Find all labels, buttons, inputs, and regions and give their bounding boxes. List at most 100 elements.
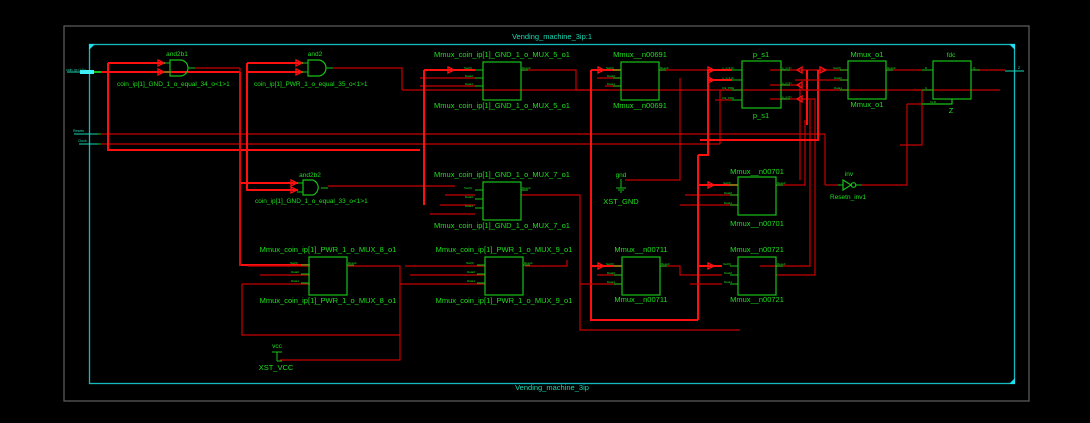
pin-label: Sel(0) bbox=[606, 262, 614, 266]
pin-label: Clk_PRE bbox=[722, 86, 734, 90]
block-mux5[interactable]: Sel(0) Data0 Data1 Result Mmux_coin_ip[1… bbox=[434, 50, 570, 110]
block-n00691-label-bottom: Mmux__n00691 bbox=[613, 101, 667, 110]
block-n00711[interactable]: Sel(0) Data0 Data1 Result Mmux__n00711 M… bbox=[606, 245, 670, 304]
pin-label: Result bbox=[522, 186, 531, 190]
pin-label: Result bbox=[522, 66, 531, 70]
block-fdc[interactable]: D C CLR Q fdc Z bbox=[922, 52, 980, 115]
pin-label: Data1 bbox=[607, 280, 615, 284]
block-mux8[interactable]: Sel(0) Data0 Data1 Result Mmux_coin_ip[1… bbox=[260, 245, 397, 305]
block-mux-o1-label-top: Mmux_o1 bbox=[851, 50, 884, 59]
block-n00701-label-top: Mmux__n00701 bbox=[730, 167, 784, 176]
gate-and2b2-type: and2b2 bbox=[299, 172, 321, 179]
pin-label: Data1 bbox=[465, 204, 473, 208]
port-coin-ip-label: coin_ip<1:0> bbox=[66, 68, 86, 72]
module-corner-br bbox=[1009, 378, 1015, 384]
pin-label: Sel(0) bbox=[723, 181, 731, 185]
block-mux7-label-top: Mmux_coin_ip[1]_GND_1_o_MUX_7_o1 bbox=[434, 170, 570, 179]
block-mux5-label-bottom: Mmux_coin_ip[1]_GND_1_o_MUX_5_o1 bbox=[434, 101, 570, 110]
supply-gnd[interactable]: gnd XST_GND bbox=[603, 172, 639, 206]
block-mux8-label-bottom: Mmux_coin_ip[1]_PWR_1_o_MUX_8_o1 bbox=[260, 296, 397, 305]
pin-label: Data1 bbox=[465, 82, 473, 86]
block-n00701-label-bottom: Mmux__n00701 bbox=[730, 219, 784, 228]
module-title-top: Vending_machine_3ip:1 bbox=[512, 32, 592, 41]
block-fdc-type: fdc bbox=[947, 52, 956, 59]
gate-inv-instance: Resetn_inv1 bbox=[830, 194, 867, 201]
pin-label: p_s<2> bbox=[782, 66, 792, 70]
pin-label: Result bbox=[661, 262, 670, 266]
pin-label: Data1 bbox=[607, 82, 615, 86]
pin-label: Data0 bbox=[724, 271, 732, 275]
gate-inv[interactable]: inv Resetn_inv1 bbox=[830, 171, 867, 201]
pin-label: Data0 bbox=[607, 74, 615, 78]
block-p-s1-label-top: p_s1 bbox=[753, 50, 769, 59]
block-mux9[interactable]: Sel(0) Data0 Data1 Result Mmux_coin_ip[1… bbox=[436, 245, 573, 305]
pin-label: Result bbox=[524, 261, 533, 265]
pin-label: Result bbox=[777, 181, 786, 185]
port-z[interactable]: Z bbox=[1005, 66, 1024, 72]
block-mux-o1-label-bottom: Mmux_o1 bbox=[851, 100, 884, 109]
vcc-instance: XST_VCC bbox=[259, 363, 294, 372]
pin-label: Data0 bbox=[465, 74, 473, 78]
pin-label: Data1 bbox=[724, 201, 732, 205]
block-p-s1[interactable]: n_s<2:0> n_s<1:0> Clk_PRE Clk_PRE p_s<2>… bbox=[722, 50, 792, 120]
input-arrows bbox=[157, 58, 828, 271]
pin-label: Sel(0) bbox=[290, 261, 298, 265]
pin-label: Data0 bbox=[467, 270, 475, 274]
gate-and2b2[interactable]: and2b2 coin_ip[1]_GND_1_o_equal_33_o<1>1 bbox=[255, 172, 368, 205]
port-coin-ip[interactable]: coin_ip<1:0> bbox=[66, 68, 101, 74]
block-n00721-label-bottom: Mmux__n00721 bbox=[730, 295, 784, 304]
pin-label: Sel(0) bbox=[833, 66, 841, 70]
module-corner-tr bbox=[1009, 44, 1015, 50]
gnd-instance: XST_GND bbox=[603, 197, 639, 206]
module-border[interactable] bbox=[88, 43, 1016, 385]
gate-inv-type: inv bbox=[845, 171, 854, 178]
port-clock-label: Clock bbox=[78, 139, 87, 143]
pin-label: Q bbox=[973, 66, 976, 70]
pin-label: Sel(0) bbox=[723, 262, 731, 266]
gate-and2b1-instance: coin_ip[1]_GND_1_o_equal_34_o<1>1 bbox=[117, 81, 230, 88]
block-mux7[interactable]: Sel(0) Data0 Data1 Result Mmux_coin_ip[1… bbox=[434, 170, 570, 230]
sheet-border bbox=[63, 25, 1030, 402]
pin-label: Data0 bbox=[834, 76, 842, 80]
pin-label: n_s<1:0> bbox=[722, 76, 735, 80]
pin-label: Result bbox=[660, 66, 669, 70]
port-z-label: Z bbox=[1018, 66, 1021, 70]
nets bbox=[101, 62, 1005, 361]
gate-and2b1[interactable]: and2b1 coin_ip[1]_GND_1_o_equal_34_o<1>1 bbox=[117, 51, 230, 88]
pin-label: Data1 bbox=[724, 280, 732, 284]
pin-label: Data0 bbox=[291, 270, 299, 274]
gate-and2-type: and2 bbox=[308, 51, 323, 58]
pin-label: Clk_PRE bbox=[722, 96, 734, 100]
pin-label: CLR bbox=[930, 100, 937, 104]
block-n00721[interactable]: Sel(0) Data0 Data1 Result Mmux__n00721 M… bbox=[723, 245, 786, 304]
module-corner-tl bbox=[89, 44, 95, 50]
port-resetn[interactable]: Resetn bbox=[73, 129, 101, 135]
gate-and2[interactable]: and2 coin_ip[1]_PWR_1_o_equal_35_o<1>1 bbox=[254, 51, 368, 88]
block-n00721-label-top: Mmux__n00721 bbox=[730, 245, 784, 254]
pin-label: Data0 bbox=[465, 195, 473, 199]
pin-label: C bbox=[925, 86, 928, 90]
gnd-type: gnd bbox=[616, 172, 627, 179]
block-p-s1-label-bottom: p_s1 bbox=[753, 111, 769, 120]
port-resetn-label: Resetn bbox=[73, 129, 84, 133]
pin-label: n_s<2:0> bbox=[722, 66, 735, 70]
pin-label: Data1 bbox=[291, 279, 299, 283]
block-n00691[interactable]: Sel(0) Data0 Data1 Result Mmux__n00691 M… bbox=[606, 50, 669, 110]
pin-label: Sel(0) bbox=[466, 261, 474, 265]
block-fdc-instance: Z bbox=[949, 106, 954, 115]
block-n00701[interactable]: Sel(0) Data0 Data1 Result Mmux__n00701 M… bbox=[723, 167, 786, 228]
port-clock[interactable]: Clock bbox=[78, 139, 101, 145]
pin-label: Result bbox=[777, 262, 786, 266]
pin-label: Sel(0) bbox=[464, 66, 472, 70]
vcc-type: vcc bbox=[272, 343, 283, 350]
supply-vcc[interactable]: vcc XST_VCC bbox=[259, 343, 294, 372]
block-n00711-label-top: Mmux__n00711 bbox=[614, 245, 667, 254]
block-mux8-label-top: Mmux_coin_ip[1]_PWR_1_o_MUX_8_o1 bbox=[260, 245, 397, 254]
block-mux-o1[interactable]: Sel(0) Data0 Data1 Result Mmux_o1 Mmux_o… bbox=[833, 50, 896, 109]
pin-label: p_s<0> bbox=[782, 95, 792, 99]
gate-and2b1-type: and2b1 bbox=[166, 51, 188, 58]
pin-label: Data0 bbox=[607, 271, 615, 275]
gate-and2b2-instance: coin_ip[1]_GND_1_o_equal_33_o<1>1 bbox=[255, 198, 368, 205]
pin-label: D bbox=[925, 66, 928, 70]
